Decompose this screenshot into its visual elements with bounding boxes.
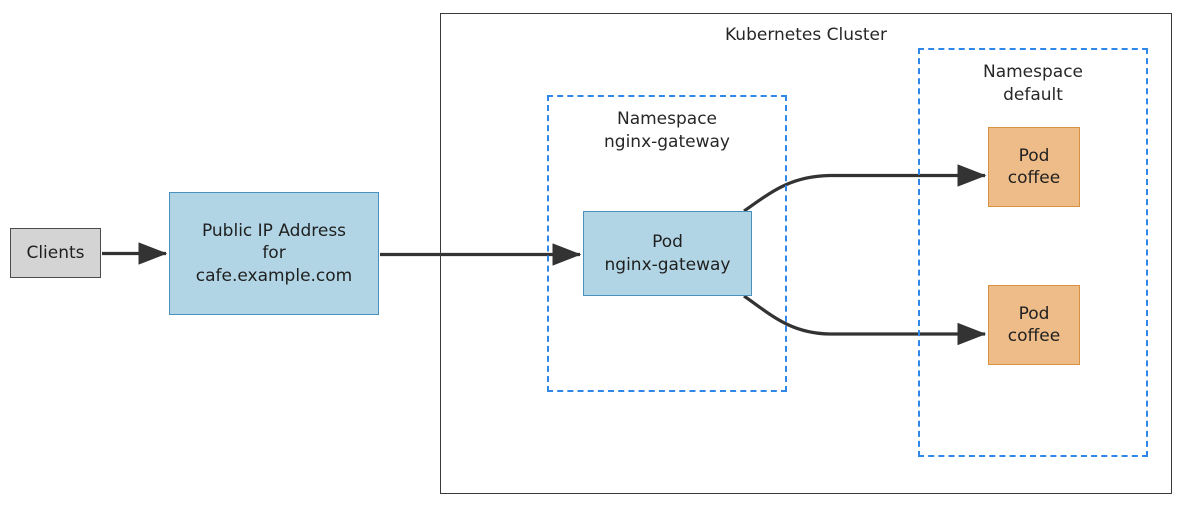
pod-nginx-gateway-node[interactable]: Pod nginx-gateway [583,211,752,296]
pod-nginx-gateway-label: Pod nginx-gateway [604,232,731,275]
pod-coffee-1-node[interactable]: Pod coffee [988,127,1080,207]
clients-node[interactable]: Clients [10,228,101,278]
clients-label: Clients [26,242,85,263]
kubernetes-cluster-container: Kubernetes Cluster [440,13,1172,494]
public-ip-label: Public IP Address for cafe.example.com [195,221,353,286]
namespace-nginx-gateway: Namespace nginx-gateway [547,95,787,392]
namespace-default-title: Namespace default [982,62,1084,105]
public-ip-node[interactable]: Public IP Address for cafe.example.com [169,192,379,315]
pod-coffee-1-label: Pod coffee [1007,145,1061,188]
cluster-title: Kubernetes Cluster [725,25,887,45]
namespace-default: Namespace default [918,48,1148,457]
pod-coffee-2-label: Pod coffee [1007,303,1061,346]
namespace-nginx-gateway-title: Namespace nginx-gateway [604,109,730,152]
pod-coffee-2-node[interactable]: Pod coffee [988,285,1080,365]
